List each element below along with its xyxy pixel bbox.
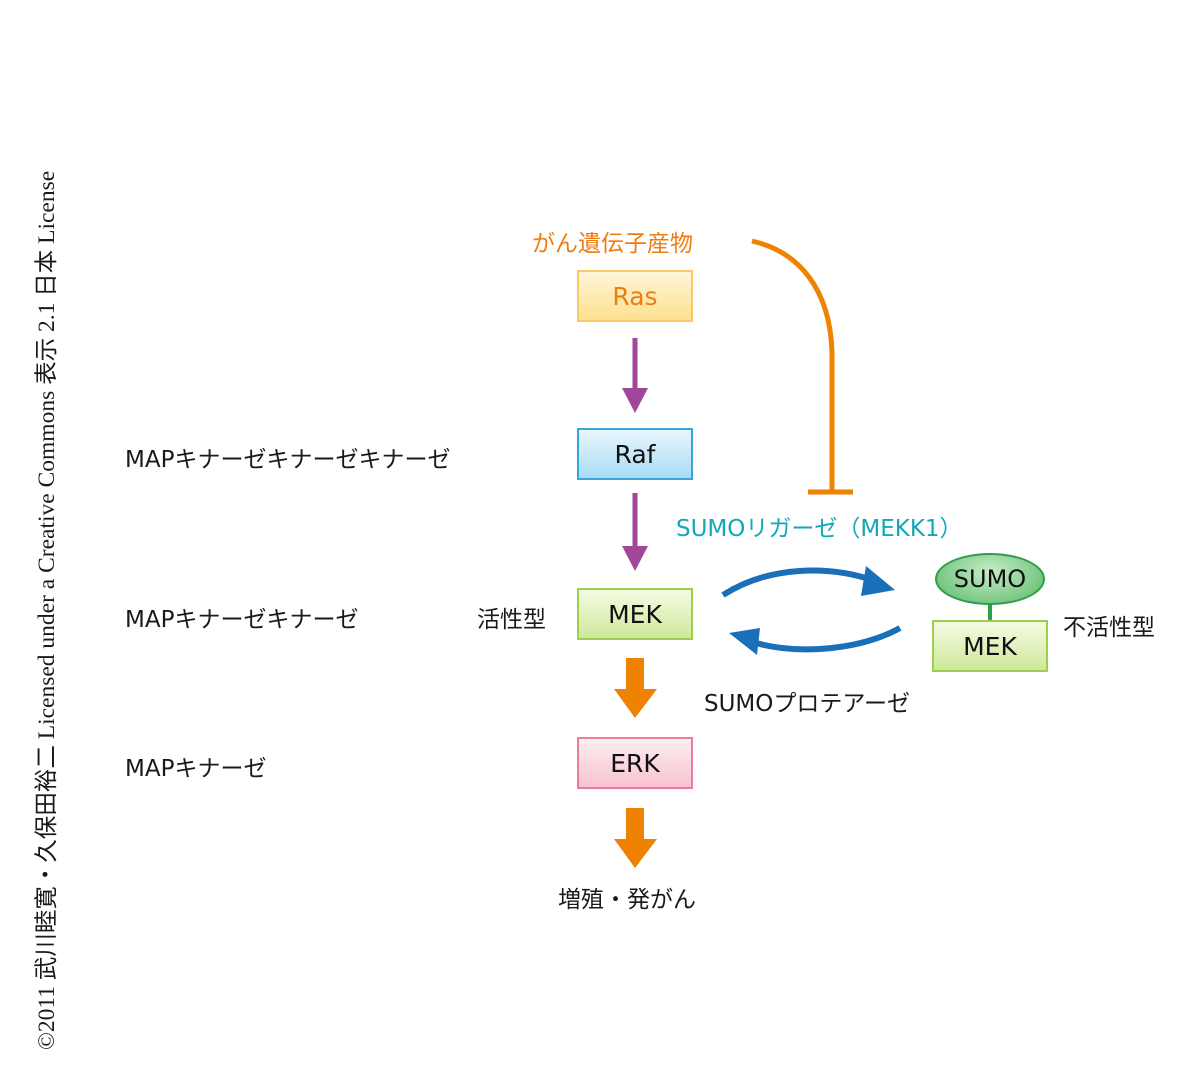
arrow-raf-to-mek (622, 493, 648, 571)
sumoylation-arrow (721, 566, 895, 598)
mapk-label: MAPキナーゼ (125, 756, 267, 782)
sumo-ligase-label: SUMOリガーゼ（MEKK1） (676, 516, 963, 542)
mek-inactive-node: MEK (932, 620, 1048, 672)
mapkk-label: MAPキナーゼキナーゼ (125, 607, 359, 633)
mapkkk-label: MAPキナーゼキナーゼキナーゼ (125, 447, 451, 473)
active-state-label: 活性型 (477, 607, 546, 633)
sumo-tag: SUMO (935, 553, 1045, 605)
oncogene-product-label: がん遺伝子産物 (532, 231, 693, 257)
arrow-mek-to-erk (614, 658, 657, 718)
inhibition-line (751, 238, 853, 495)
desumoylation-arrow (729, 625, 902, 655)
mek-active-node: MEK (577, 588, 693, 640)
arrow-erk-to-outcome (614, 808, 657, 868)
raf-node: Raf (577, 428, 693, 480)
sumo-protease-label: SUMOプロテアーゼ (704, 691, 911, 717)
ras-node: Ras (577, 270, 693, 322)
erk-node: ERK (577, 737, 693, 789)
arrow-ras-to-raf (622, 338, 648, 413)
outcome-label: 増殖・発がん (558, 887, 696, 913)
inactive-state-label: 不活性型 (1063, 615, 1155, 641)
sumo-bond (988, 604, 992, 621)
